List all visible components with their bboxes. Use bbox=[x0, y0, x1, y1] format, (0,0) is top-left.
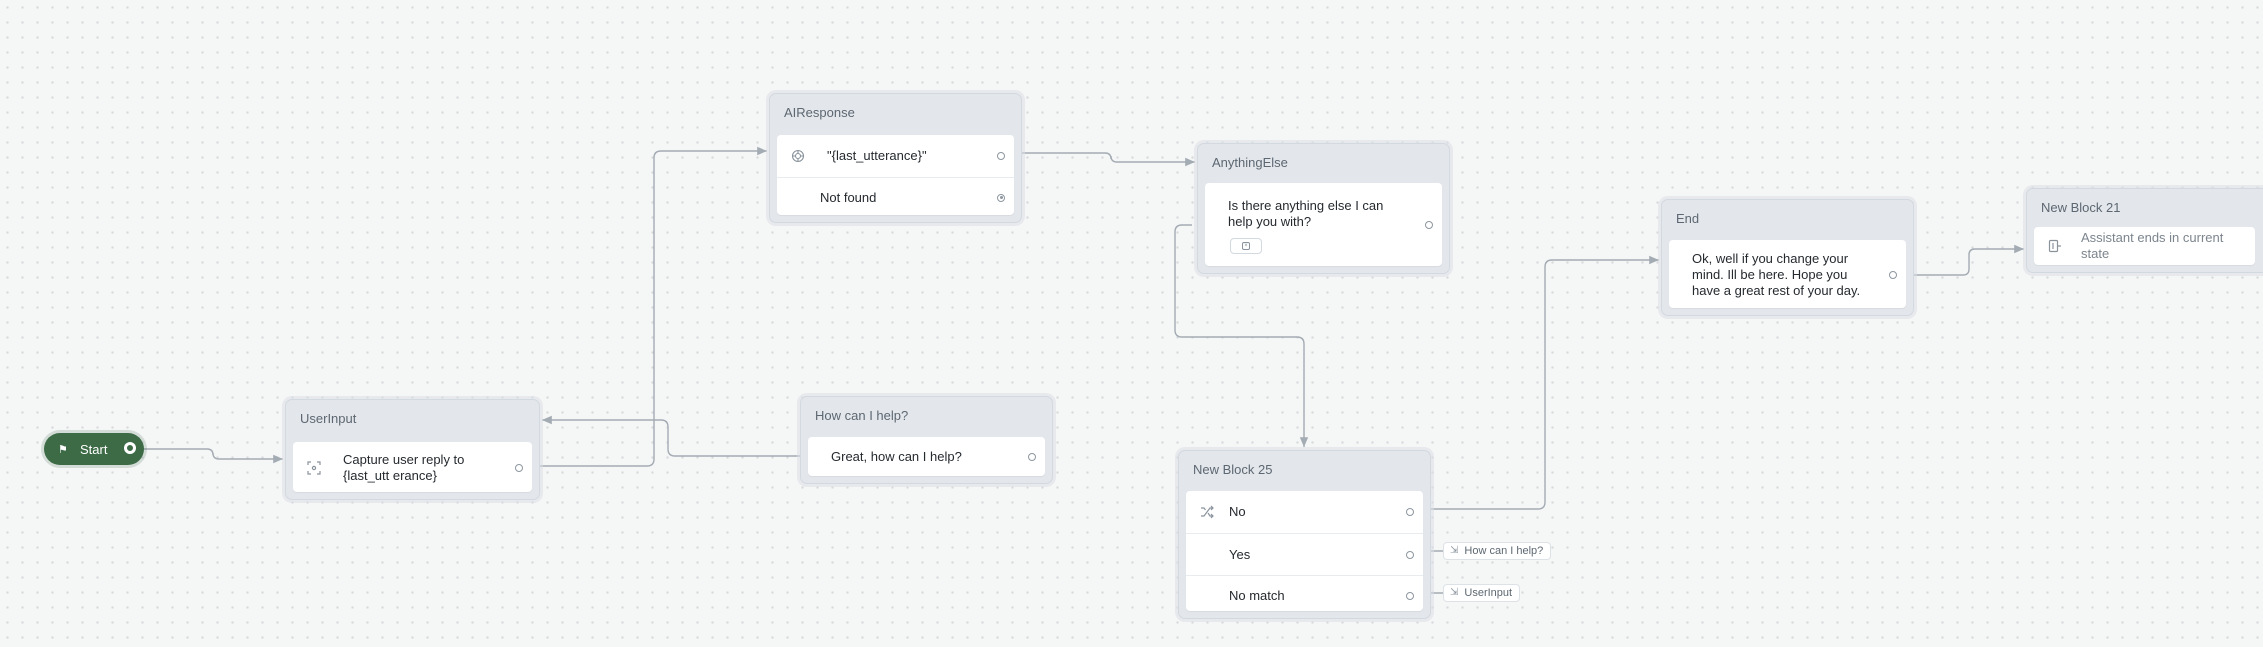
capture-step[interactable]: Capture user reply to {last_utt erance} bbox=[293, 442, 532, 494]
variable-button[interactable]: × bbox=[1230, 238, 1262, 254]
message-step-text: Great, how can I help? bbox=[831, 449, 962, 464]
goto-userinput-chip[interactable]: ⇲ UserInput bbox=[1443, 584, 1521, 602]
condition-no-text: No bbox=[1229, 504, 1246, 519]
block-end[interactable]: End Ok, well if you change your mind. Il… bbox=[1661, 199, 1914, 316]
block-steps: Capture user reply to {last_utt erance} bbox=[293, 442, 532, 492]
question-step[interactable]: Is there anything else I can help you wi… bbox=[1205, 183, 1442, 267]
step-port[interactable] bbox=[1406, 591, 1414, 600]
condition-no-match-text: No match bbox=[1229, 587, 1285, 603]
variable-icon: × bbox=[1242, 242, 1250, 250]
goto-how-can-i-help-chip[interactable]: ⇲ How can I help? bbox=[1443, 542, 1552, 560]
condition-yes-text: Yes bbox=[1229, 546, 1251, 562]
block-steps: "{last_utterance}" Not found bbox=[777, 135, 1014, 215]
condition-step-yes[interactable]: Yes bbox=[1186, 533, 1423, 575]
goto-chip-label: How can I help? bbox=[1464, 545, 1544, 557]
block-how-can-i-help[interactable]: How can I help? Great, how can I help? bbox=[800, 396, 1053, 484]
block-title: How can I help? bbox=[815, 408, 909, 423]
block-title: End bbox=[1676, 211, 1700, 226]
block-title: AnythingElse bbox=[1212, 155, 1288, 170]
capture-icon bbox=[307, 461, 321, 475]
start-port[interactable] bbox=[124, 442, 136, 454]
step-port[interactable] bbox=[997, 152, 1005, 160]
condition-step-no[interactable]: No bbox=[1186, 491, 1423, 533]
step-port[interactable] bbox=[997, 193, 1005, 202]
block-new-block-25[interactable]: New Block 25 No Yes No match bbox=[1178, 450, 1431, 619]
block-title: New Block 25 bbox=[1193, 462, 1273, 477]
step-port[interactable] bbox=[1425, 221, 1433, 229]
start-label: Start bbox=[80, 441, 108, 457]
block-new-block-21[interactable]: New Block 21 Assistant ends in current s… bbox=[2026, 188, 2263, 273]
exit-step[interactable]: Assistant ends in current state bbox=[2034, 227, 2255, 265]
capture-step-text: Capture user reply to {last_utt erance} bbox=[343, 452, 465, 483]
block-anythingelse[interactable]: AnythingElse Is there anything else I ca… bbox=[1197, 143, 1450, 274]
edge-no-to-end bbox=[1425, 255, 1659, 510]
block-steps: Is there anything else I can help you wi… bbox=[1205, 183, 1442, 266]
step-port[interactable] bbox=[515, 464, 523, 472]
go-to-block-icon: ⇲ bbox=[1450, 587, 1459, 598]
exit-icon bbox=[2048, 239, 2062, 253]
block-steps: Assistant ends in current state bbox=[2034, 227, 2255, 265]
ai-response-step-text: "{last_utterance}" bbox=[827, 148, 927, 163]
edge-howcanihelp-to-userinput bbox=[542, 415, 805, 457]
edge-airesponse-to-anythingelse bbox=[1010, 152, 1195, 167]
condition-icon bbox=[1200, 505, 1214, 519]
step-port[interactable] bbox=[1028, 453, 1036, 461]
block-steps: Ok, well if you change your mind. Ill be… bbox=[1669, 240, 1906, 308]
block-title: New Block 21 bbox=[2041, 200, 2121, 215]
message-step[interactable]: Great, how can I help? bbox=[808, 437, 1045, 477]
ai-response-step[interactable]: "{last_utterance}" bbox=[777, 135, 1014, 177]
not-found-step[interactable]: Not found bbox=[777, 177, 1014, 217]
block-title: UserInput bbox=[300, 411, 357, 426]
step-port[interactable] bbox=[1406, 550, 1414, 559]
flag-icon: ⚑ bbox=[58, 443, 68, 456]
message-step-text: Ok, well if you change your mind. Ill be… bbox=[1692, 251, 1861, 298]
step-port[interactable] bbox=[1889, 271, 1897, 279]
block-userinput[interactable]: UserInput Capture user reply to {last_ut… bbox=[285, 399, 540, 500]
block-steps: No Yes No match bbox=[1186, 491, 1423, 611]
edge-userinput-to-airesponse bbox=[530, 146, 767, 467]
message-step[interactable]: Ok, well if you change your mind. Ill be… bbox=[1669, 240, 1906, 310]
edge-end-to-newblock21 bbox=[1897, 244, 2024, 276]
block-title: AIResponse bbox=[784, 105, 855, 120]
ai-sparkle-icon bbox=[791, 149, 805, 163]
start-node[interactable]: ⚑ Start bbox=[44, 433, 144, 465]
not-found-step-text: Not found bbox=[820, 189, 877, 205]
go-to-block-icon: ⇲ bbox=[1450, 545, 1459, 556]
block-steps: Great, how can I help? bbox=[808, 437, 1045, 476]
block-airesponse[interactable]: AIResponse "{last_utterance}" Not found bbox=[769, 93, 1022, 223]
edge-start-to-userinput bbox=[138, 448, 283, 464]
question-step-text: Is there anything else I can help you wi… bbox=[1228, 198, 1384, 229]
exit-step-text: Assistant ends in current state bbox=[2081, 230, 2224, 261]
goto-chip-label: UserInput bbox=[1464, 587, 1513, 599]
step-port[interactable] bbox=[1406, 508, 1414, 516]
condition-step-no-match[interactable]: No match bbox=[1186, 575, 1423, 615]
